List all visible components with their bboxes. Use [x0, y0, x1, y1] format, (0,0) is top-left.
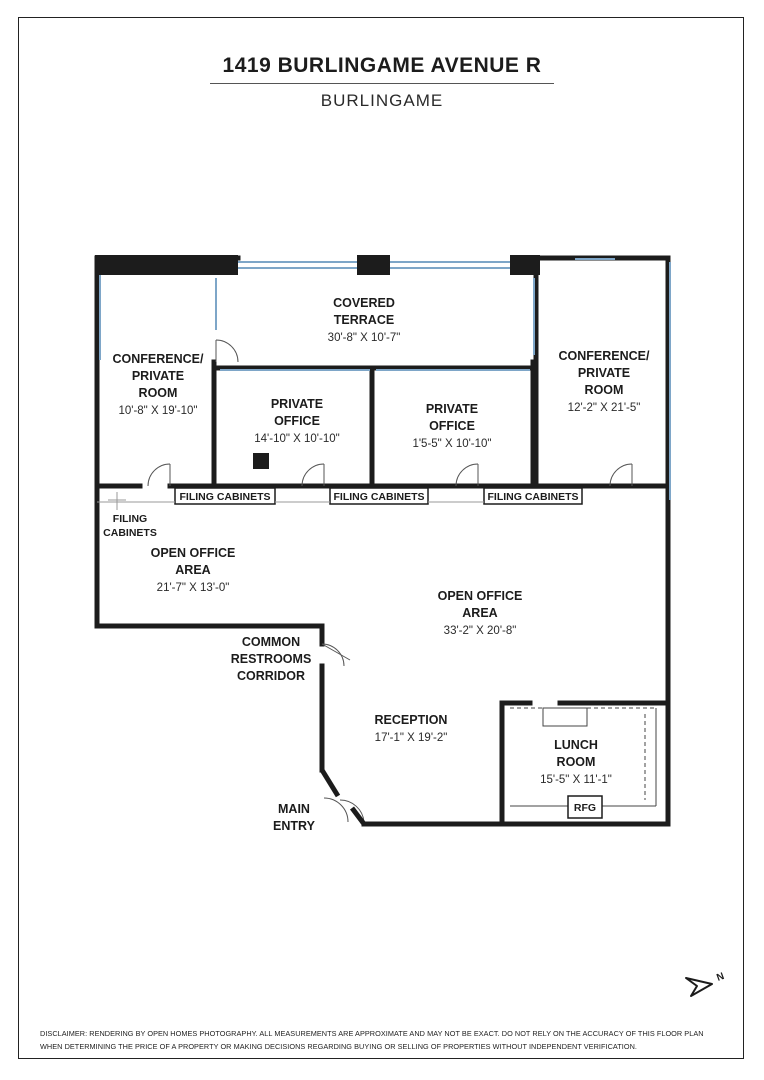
reception-label: RECEPTION	[375, 713, 448, 727]
open-office-left-label-1: OPEN OFFICE	[151, 546, 236, 560]
disclaimer: DISCLAIMER: RENDERING BY OPEN HOMES PHOT…	[40, 1027, 730, 1053]
covered-terrace-label-2: TERRACE	[334, 313, 394, 327]
filing-cabinets-2-label: FILING CABINETS	[334, 491, 425, 503]
restrooms-label-2: RESTROOMS	[231, 652, 312, 666]
page-frame	[18, 17, 744, 1059]
doors	[147, 339, 633, 823]
disclaimer-line-1: DISCLAIMER: RENDERING BY OPEN HOMES PHOT…	[40, 1029, 704, 1038]
conference-right-label-1: CONFERENCE/	[559, 349, 651, 363]
main-entry-label-1: MAIN	[278, 802, 310, 816]
open-office-main-label-2: AREA	[462, 606, 497, 620]
conference-right-label-3: ROOM	[585, 383, 624, 397]
disclaimer-line-2: WHEN DETERMINING THE PRICE OF A PROPERTY…	[40, 1042, 637, 1051]
conference-right-label-2: PRIVATE	[578, 366, 630, 380]
conference-left-label-2: PRIVATE	[132, 369, 184, 383]
private-office-2-label-2: OFFICE	[429, 419, 475, 433]
lunch-room-label-1: LUNCH	[554, 738, 598, 752]
open-office-left-dims: 21'-7" X 13'-0"	[157, 582, 230, 594]
private-office-1-dims: 14'-10" X 10'-10"	[254, 433, 339, 445]
lunch-room-counters	[510, 707, 657, 819]
private-office-1-label-2: OFFICE	[274, 414, 320, 428]
windows	[99, 258, 671, 500]
main-entry-label-2: ENTRY	[273, 819, 316, 833]
filing-cabinets-left-label-2: CABINETS	[103, 527, 157, 539]
title-divider	[210, 83, 554, 84]
filing-cabinet-boxes	[174, 487, 583, 505]
lunch-room-label-2: ROOM	[557, 755, 596, 769]
conference-left-label-3: ROOM	[139, 386, 178, 400]
restrooms-label-3: CORRIDOR	[237, 669, 305, 683]
filing-cabinets-left-label-1: FILING	[113, 513, 147, 525]
reception-dims: 17'-1" X 19'-2"	[375, 732, 448, 744]
pilasters	[95, 255, 540, 469]
filing-cabinets-3-label: FILING CABINETS	[488, 491, 579, 503]
entry-jambs	[319, 768, 366, 826]
filing-cabinets-1-label: FILING CABINETS	[180, 491, 271, 503]
private-office-2-dims: 1'5-5" X 10'-10"	[412, 438, 491, 450]
covered-terrace-dims: 30'-8" X 10'-7"	[328, 332, 401, 344]
page-subtitle: BURLINGAME	[320, 91, 444, 110]
open-office-main-label-1: OPEN OFFICE	[438, 589, 523, 603]
conference-right-dims: 12'-2" X 21'-5"	[568, 402, 641, 414]
restrooms-label-1: COMMON	[242, 635, 300, 649]
covered-terrace-label-1: COVERED	[333, 296, 395, 310]
north-letter: N	[715, 971, 726, 984]
north-arrow-icon: N	[685, 971, 726, 997]
private-office-1-label-1: PRIVATE	[271, 397, 323, 411]
lunch-room-dims: 15'-5" X 11'-1"	[540, 774, 612, 786]
page-title: 1419 BURLINGAME AVENUE R	[222, 54, 542, 77]
conference-left-dims: 10'-8" X 19'-10"	[118, 405, 197, 417]
fridge-label: RFG	[574, 802, 596, 814]
open-office-left-label-2: AREA	[175, 563, 210, 577]
open-office-main-dims: 33'-2" X 20'-8"	[444, 625, 517, 637]
private-office-2-label-1: PRIVATE	[426, 402, 478, 416]
corridor-line	[97, 492, 484, 510]
conference-left-label-1: CONFERENCE/	[113, 352, 205, 366]
